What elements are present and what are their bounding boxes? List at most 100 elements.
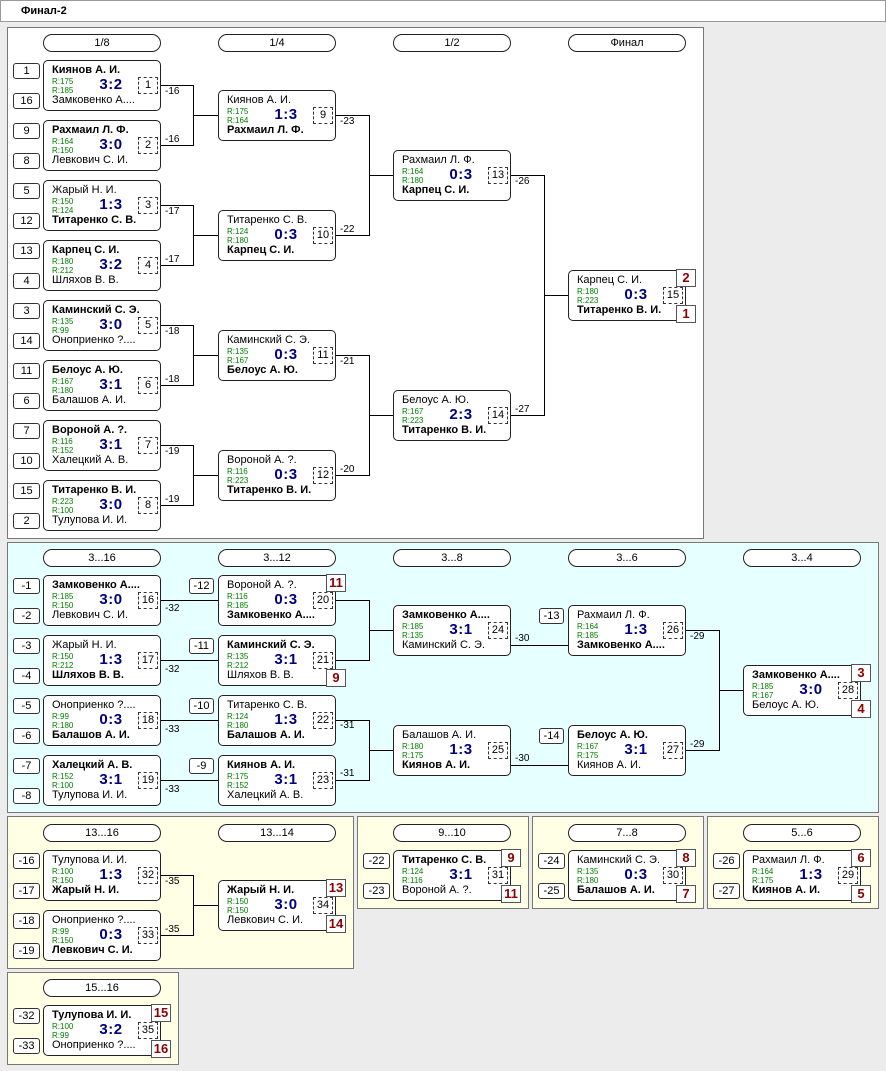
match-number: 19 bbox=[138, 772, 158, 789]
player-name: Замковенко А.... bbox=[52, 94, 135, 106]
player-name: Оноприенко ?.... bbox=[52, 1039, 136, 1051]
loser-label: -29 bbox=[690, 631, 705, 642]
player-name: Халецкий А. В. bbox=[227, 789, 304, 801]
loser-label: -21 bbox=[340, 356, 355, 367]
rating-label: R:180 bbox=[402, 742, 424, 751]
match-score: 3:2 bbox=[99, 1021, 123, 1038]
match-score: 3:1 bbox=[624, 741, 648, 758]
player-name: Тулупова И. И. bbox=[52, 789, 128, 801]
player-name: Вороной А. ?. bbox=[227, 454, 297, 466]
player-name: Титаренко С. В. bbox=[402, 854, 487, 866]
match-number: 17 bbox=[138, 652, 158, 669]
player-name: Титаренко В. И. bbox=[52, 484, 137, 496]
seed-box: -8 bbox=[13, 788, 40, 804]
seed-box: 14 bbox=[13, 333, 40, 349]
rating-label: R:167 bbox=[52, 377, 74, 386]
round-header: Финал bbox=[568, 34, 686, 52]
seed-box: -11 bbox=[189, 638, 214, 654]
place-badge: 11 bbox=[501, 885, 521, 903]
rating-label: R:164 bbox=[752, 867, 774, 876]
match-number: 3 bbox=[138, 197, 158, 214]
match-number: 8 bbox=[138, 497, 158, 514]
player-name: Жарый Н. И. bbox=[52, 884, 120, 896]
player-name: Левкович С. И. bbox=[52, 944, 133, 956]
place-badge: 1 bbox=[676, 305, 696, 323]
match-score: 3:0 bbox=[99, 591, 123, 608]
rating-label: R:124 bbox=[227, 712, 249, 721]
player-name: Вороной А. ?. bbox=[52, 424, 128, 436]
rating-label: R:150 bbox=[52, 936, 74, 945]
player-name: Жарый Н. И. bbox=[227, 884, 295, 896]
player-name: Оноприенко ?.... bbox=[52, 699, 136, 711]
match-score: 1:3 bbox=[274, 711, 298, 728]
player-name: Титаренко С. В. bbox=[52, 214, 137, 226]
player-name: Карпец С. И. bbox=[577, 274, 643, 286]
rating-label: R:167 bbox=[577, 742, 599, 751]
rating-label: R:124 bbox=[52, 206, 74, 215]
match-score: 0:3 bbox=[99, 926, 123, 943]
loser-label: -17 bbox=[165, 206, 180, 217]
match-number: 33 bbox=[138, 927, 158, 944]
match-score: 0:3 bbox=[624, 286, 648, 303]
match-score: 3:1 bbox=[449, 621, 473, 638]
seed-box: -22 bbox=[363, 853, 390, 869]
match-number: 24 bbox=[488, 622, 508, 639]
loser-label: -35 bbox=[165, 924, 180, 935]
place-badge: 15 bbox=[151, 1004, 171, 1022]
loser-label: -35 bbox=[165, 876, 180, 887]
match-number: 7 bbox=[138, 437, 158, 454]
player-name: Белоус А. Ю. bbox=[752, 699, 820, 711]
rating-label: R:223 bbox=[227, 476, 249, 485]
match-number: 22 bbox=[313, 712, 333, 729]
rating-label: R:100 bbox=[52, 1022, 74, 1031]
seed-box: -7 bbox=[13, 758, 40, 774]
player-name: Карпец С. И. bbox=[402, 184, 470, 196]
player-name: Замковенко А.... bbox=[577, 639, 665, 651]
round-header: 7...8 bbox=[568, 824, 686, 842]
rating-label: R:99 bbox=[52, 927, 69, 936]
player-name: Оноприенко ?.... bbox=[52, 334, 136, 346]
round-header: 3...6 bbox=[568, 549, 686, 567]
place-badge: 9 bbox=[326, 669, 346, 687]
loser-label: -30 bbox=[515, 633, 530, 644]
seed-box: 15 bbox=[13, 483, 40, 499]
rating-label: R:164 bbox=[577, 622, 599, 631]
match-number: 21 bbox=[313, 652, 333, 669]
player-name: Шляхов В. В. bbox=[227, 669, 294, 681]
